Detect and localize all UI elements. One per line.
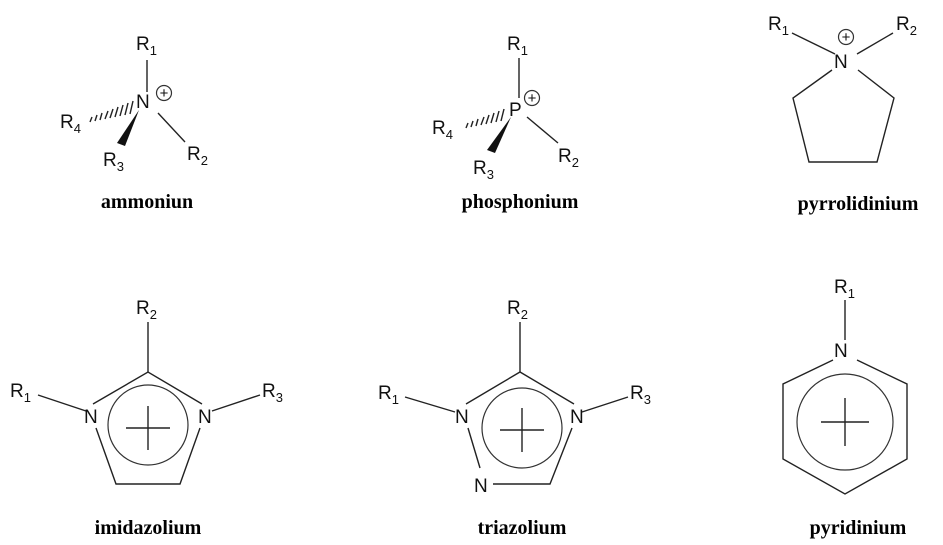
- hashed-bond-n-r4: [89, 100, 134, 123]
- nitrogen-atom-3: N: [198, 407, 212, 428]
- nitrogen-atom-4: N: [570, 407, 584, 428]
- substituent-r2: R2: [896, 14, 917, 38]
- nitrogen-atom: N: [834, 52, 848, 73]
- substituent-r2: R2: [187, 144, 208, 168]
- ammonium-structure: N + R1 R2 R3 R4 ammoniun: [60, 34, 208, 213]
- substituent-r2: R2: [136, 298, 157, 322]
- pyrrolidinium-structure: N + R1 R2 pyrrolidinium: [768, 14, 919, 215]
- bond-n-r2: [856, 32, 894, 55]
- substituent-r3: R3: [103, 150, 124, 174]
- ring-lower-bonds: [95, 427, 201, 485]
- caption-imidazolium: imidazolium: [95, 517, 202, 539]
- substituent-r1: R1: [507, 34, 528, 58]
- substituent-r1: R1: [378, 383, 399, 407]
- substituent-r4: R4: [60, 112, 81, 136]
- substituent-r1: R1: [834, 277, 855, 301]
- bond-n1-r1: [37, 394, 87, 412]
- aromatic-circle: [796, 373, 894, 471]
- triazolium-structure: N N N R2 R1 R3 triazolium: [378, 298, 651, 539]
- ring-upper-bonds: [465, 371, 575, 405]
- phosphonium-structure: P + R1 R2 R3 R4 phosphonium: [432, 34, 579, 213]
- nitrogen-atom: N: [834, 341, 848, 362]
- caption-ammonium: ammoniun: [101, 191, 193, 213]
- wedge-bond-n-r3: [117, 110, 139, 146]
- nitrogen-atom-1: N: [84, 407, 98, 428]
- positive-charge-circle: [837, 28, 855, 46]
- bond-p-r2: [526, 116, 559, 144]
- bond-n1-r1: [404, 396, 456, 413]
- substituent-r2: R2: [507, 298, 528, 322]
- substituent-r1: R1: [136, 34, 157, 58]
- imidazolium-structure: N N R2 R1 R3 imidazolium: [10, 298, 283, 539]
- bond-n4-r3: [581, 396, 629, 413]
- nitrogen-atom: N: [136, 92, 150, 113]
- aromatic-circle: [481, 387, 563, 469]
- substituent-r1: R1: [768, 14, 789, 38]
- substituent-r3: R3: [473, 158, 494, 182]
- caption-pyrrolidinium: pyrrolidinium: [798, 193, 919, 215]
- hashed-bond-p-r4: [465, 108, 505, 129]
- positive-charge-sign: +: [842, 29, 851, 46]
- pyrrolidine-ring: [792, 69, 895, 163]
- positive-charge-sign: +: [528, 90, 537, 107]
- bond-n-r2: [157, 112, 186, 143]
- ring-upper-bonds: [92, 371, 203, 405]
- substituent-r1: R1: [10, 381, 31, 405]
- ring-bond-n1-n2: [467, 427, 481, 469]
- nitrogen-atom-2: N: [474, 476, 488, 497]
- ring-lower-bonds: [493, 427, 573, 485]
- caption-triazolium: triazolium: [478, 517, 567, 539]
- nitrogen-atom-1: N: [455, 407, 469, 428]
- substituent-r2: R2: [558, 146, 579, 170]
- caption-pyridinium: pyridinium: [810, 517, 907, 539]
- substituent-r3: R3: [262, 381, 283, 405]
- positive-charge-circle: [155, 84, 173, 102]
- pyridinium-structure: N R1 pyridinium: [782, 277, 908, 539]
- aromatic-circle: [107, 384, 189, 466]
- caption-phosphonium: phosphonium: [462, 191, 579, 213]
- pyridine-ring: [782, 359, 908, 495]
- positive-charge-sign: +: [160, 85, 169, 102]
- bond-n-r1: [791, 32, 836, 55]
- substituent-r4: R4: [432, 118, 453, 142]
- substituent-r3: R3: [630, 383, 651, 407]
- positive-charge-circle: [523, 89, 541, 107]
- bond-n3-r3: [211, 394, 261, 412]
- phosphorus-atom: P: [509, 100, 522, 121]
- wedge-bond-p-r3: [487, 117, 511, 153]
